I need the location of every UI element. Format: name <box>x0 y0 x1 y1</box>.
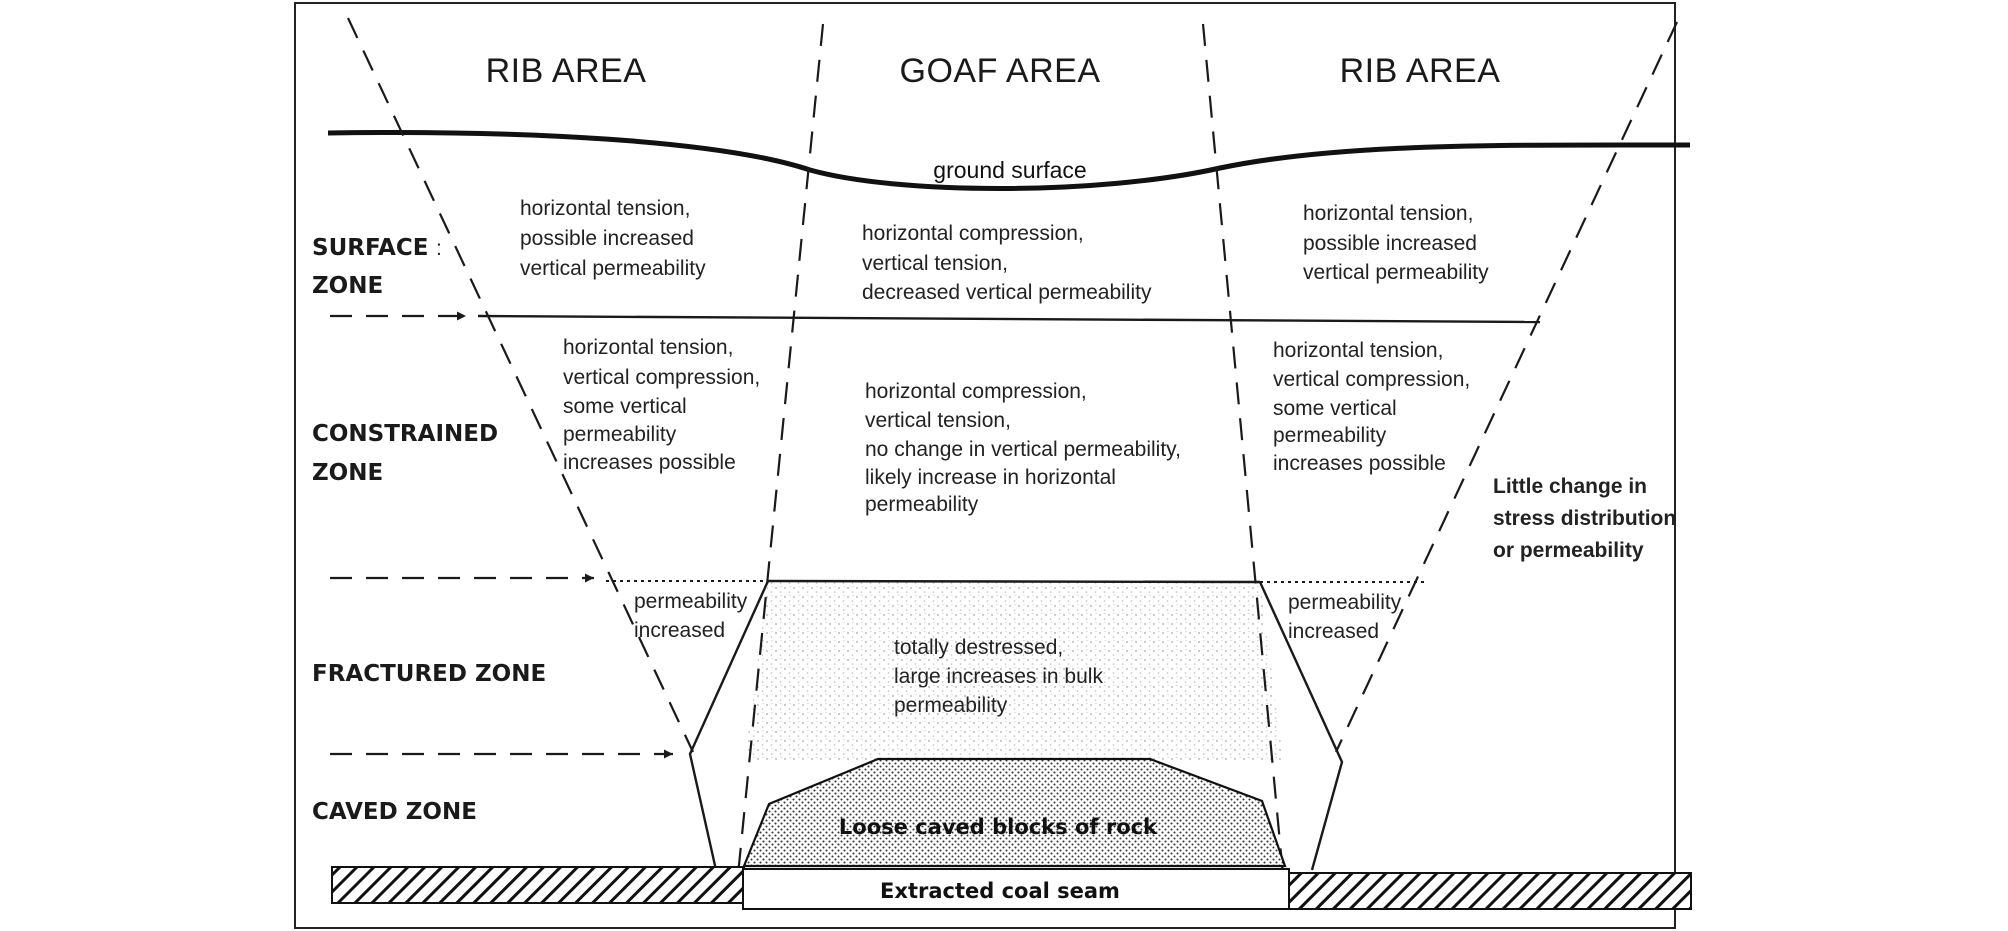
zone-label-caved: CAVED ZONE <box>312 799 477 825</box>
zone-label-fractured: FRACTURED ZONE <box>312 661 546 687</box>
note-fractured-center: totally destressed, large increases in b… <box>894 636 1109 717</box>
header-goaf-area: GOAF AREA <box>900 52 1101 90</box>
extracted-coal-seam-box <box>742 868 1290 910</box>
coal-seam-left-hatched <box>331 866 745 904</box>
fractured-zone-fill <box>745 581 1283 760</box>
surface-zone-boundary <box>477 314 1541 324</box>
zone-label-surface: SURFACE ZONE <box>312 235 436 299</box>
fractured-top-line <box>767 579 1261 584</box>
note-constrained-center: horizontal compression, vertical tension… <box>865 380 1187 516</box>
header-rib-area-left: RIB AREA <box>486 52 647 90</box>
note-constrained-right: horizontal tension, vertical compression… <box>1273 339 1476 475</box>
ground-surface-label: ground surface <box>933 157 1086 183</box>
ground-surface-line <box>327 130 1691 191</box>
header-rib-area-right: RIB AREA <box>1340 52 1501 90</box>
dashed-line-outer-right <box>1335 21 1678 753</box>
loose-caved-blocks-label: Loose caved blocks of rock <box>839 815 1158 839</box>
zone-label-constrained: CONSTRAINED ZONE <box>312 421 506 486</box>
coal-seam-right-hatched <box>1287 872 1692 910</box>
note-surface-center: horizontal compression, vertical tension… <box>862 222 1152 304</box>
fracture-boundary-right <box>1258 581 1344 871</box>
extracted-coal-seam-label: Extracted coal seam <box>880 879 1120 903</box>
surface-label-mark: : <box>436 237 442 260</box>
note-fractured-right: permeability increased <box>1288 591 1407 643</box>
note-outside-influence: Little change in stress distribution or … <box>1493 475 1682 562</box>
note-surface-right: horizontal tension, possible increased v… <box>1303 202 1489 284</box>
dashed-line-outer-left <box>347 17 694 753</box>
note-surface-left: horizontal tension, possible increased v… <box>520 197 706 280</box>
caved-rubble-mound <box>742 757 1287 868</box>
note-constrained-left: horizontal tension, vertical compression… <box>563 336 766 474</box>
fracture-boundary-left <box>688 580 770 871</box>
note-fractured-left: permeability increased <box>634 590 753 642</box>
